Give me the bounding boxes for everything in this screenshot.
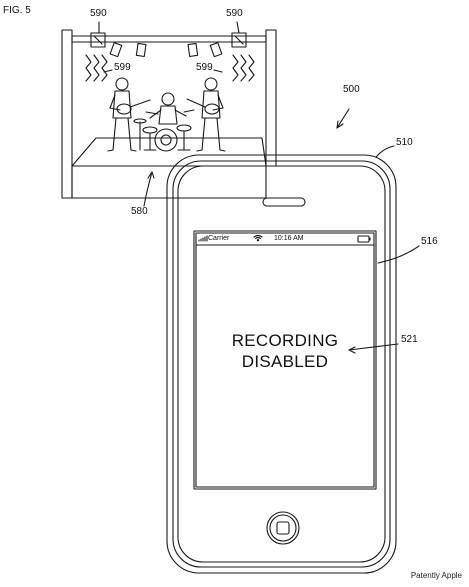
stage-post-right — [265, 29, 277, 167]
status-signal-icon — [198, 235, 208, 242]
label-590-left: 590 — [90, 8, 107, 19]
label-500: 500 — [343, 84, 360, 95]
smartphone-device — [166, 154, 397, 574]
light-beams-right-icon — [232, 54, 255, 82]
guitarist-right-figure — [186, 77, 226, 152]
drummer-figure — [133, 92, 195, 152]
home-button[interactable] — [266, 511, 300, 545]
message-line-1: RECORDING — [231, 331, 339, 350]
label-580: 580 — [131, 206, 148, 217]
light-beams-left-icon — [85, 54, 108, 82]
status-bar: Carrier 10:16 AM — [196, 233, 374, 245]
recording-disabled-message: RECORDING DISABLED — [196, 330, 374, 372]
guitarist-left-figure — [107, 77, 151, 152]
stage-scene — [61, 29, 277, 199]
figure-title: FIG. 5 — [3, 5, 31, 16]
label-599-right: 599 — [196, 62, 213, 73]
spotlight-row-icons — [109, 42, 223, 58]
stage-post-left — [61, 29, 73, 199]
stage-platform — [71, 137, 267, 199]
display-screen — [193, 230, 377, 490]
leader-lines — [98, 21, 420, 354]
label-599-left: 599 — [114, 62, 131, 73]
label-510: 510 — [396, 137, 413, 148]
lighting-truss — [71, 35, 267, 43]
label-516: 516 — [421, 236, 438, 247]
battery-icon — [357, 235, 371, 243]
speaker-grille — [262, 197, 306, 207]
message-line-2: DISABLED — [241, 352, 329, 371]
stage-light-right-icon — [231, 32, 247, 48]
stage-light-left-icon — [90, 32, 106, 48]
credit-text: Patently Apple — [410, 571, 462, 580]
status-carrier: Carrier — [208, 235, 230, 242]
label-590-right: 590 — [226, 8, 243, 19]
status-time: 10:16 AM — [274, 235, 304, 242]
wifi-icon — [253, 234, 263, 242]
label-521: 521 — [401, 334, 418, 345]
